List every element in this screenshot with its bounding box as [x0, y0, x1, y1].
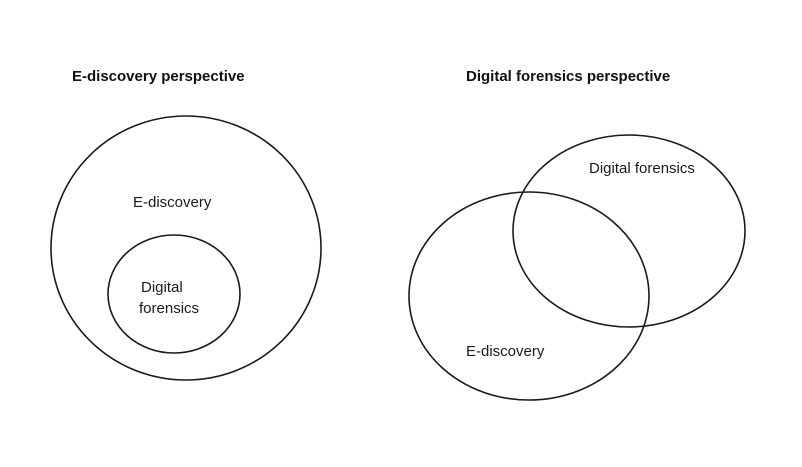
ediscovery-circle-label: E-discovery — [466, 343, 545, 360]
digital-forensics-inner-label-line2: forensics — [139, 300, 199, 317]
digital-forensics-circle-label: Digital forensics — [589, 160, 695, 177]
ediscovery-circle — [408, 191, 650, 401]
digital-forensics-circle — [512, 134, 746, 328]
panel-ediscovery-perspective: E-discovery perspective E-discovery Digi… — [50, 68, 322, 381]
digital-forensics-inner-circle — [107, 234, 241, 354]
digital-forensics-inner-label-line1: Digital — [141, 279, 183, 296]
ediscovery-outer-circle — [50, 115, 322, 381]
ediscovery-outer-label: E-discovery — [133, 194, 212, 211]
panel-title-digital-forensics-perspective: Digital forensics perspective — [466, 68, 670, 85]
panel-digital-forensics-perspective: Digital forensics perspective Digital fo… — [408, 68, 746, 401]
panel-title-ediscovery-perspective: E-discovery perspective — [72, 68, 245, 85]
